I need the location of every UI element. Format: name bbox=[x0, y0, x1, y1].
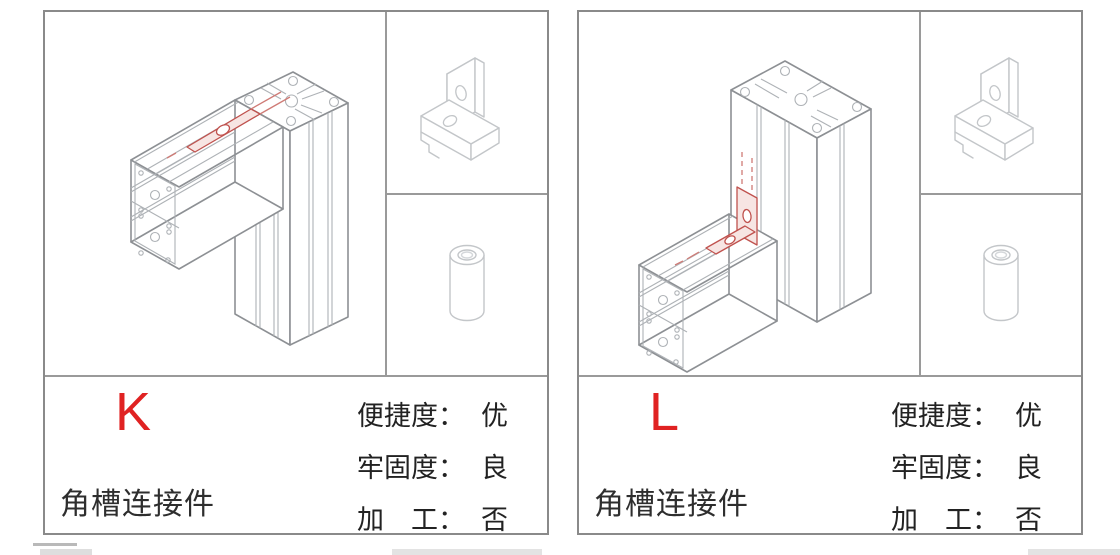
attribute-list: 便捷度：优 牢固度：良 加 工：否 bbox=[357, 394, 508, 537]
panel-k-main-view bbox=[45, 12, 387, 375]
part-name: 角槽连接件 bbox=[594, 488, 749, 521]
bottom-edge-artifact bbox=[1028, 549, 1120, 555]
panel-l-side-column bbox=[921, 12, 1081, 375]
attribute-colon: ： bbox=[438, 453, 465, 483]
attribute-row-convenience: 便捷度： 优 bbox=[357, 394, 508, 433]
panel-l-image-area bbox=[579, 12, 1081, 377]
panel-l-main-view bbox=[579, 12, 921, 375]
product-panel-k: K 角槽连接件 便捷度：优 牢固度：良 加 工：否 bbox=[43, 10, 549, 535]
attribute-colon: ： bbox=[972, 505, 999, 535]
panel-k-image-area bbox=[45, 12, 547, 377]
attribute-value: 优 bbox=[481, 401, 508, 431]
attribute-row-firmness: 牢固度： 良 bbox=[357, 446, 508, 485]
attribute-value: 否 bbox=[1015, 505, 1042, 535]
variant-letter: K bbox=[115, 382, 153, 442]
attribute-label: 便捷度 bbox=[891, 401, 972, 431]
extrusion-l-joint-drawing bbox=[638, 60, 872, 373]
panel-l-bracket-cell bbox=[921, 12, 1081, 195]
corner-bracket-drawing bbox=[420, 56, 500, 161]
attribute-value: 优 bbox=[1015, 401, 1042, 431]
panel-k-info-area: K 角槽连接件 便捷度：优 牢固度：良 加 工：否 bbox=[45, 377, 547, 535]
attribute-row-machining: 加 工： 否 bbox=[891, 498, 1042, 537]
attribute-colon: ： bbox=[438, 505, 465, 535]
panel-k-spacer-cell bbox=[387, 195, 547, 375]
attribute-value: 良 bbox=[1015, 453, 1042, 483]
product-panel-l: L 角槽连接件 便捷度：优 牢固度：良 加 工：否 bbox=[577, 10, 1083, 535]
panel-l-info-area: L 角槽连接件 便捷度：优 牢固度：良 加 工：否 bbox=[579, 377, 1081, 535]
attribute-colon: ： bbox=[438, 401, 465, 431]
attribute-value: 否 bbox=[481, 505, 508, 535]
attribute-value: 良 bbox=[481, 453, 508, 483]
attribute-label: 牢固度 bbox=[357, 453, 438, 483]
attribute-label: 便捷度 bbox=[357, 401, 438, 431]
attribute-label: 牢固度 bbox=[891, 453, 972, 483]
attribute-label: 加 工 bbox=[357, 505, 438, 535]
attribute-row-firmness: 牢固度： 良 bbox=[891, 446, 1042, 485]
bottom-edge-artifact bbox=[33, 543, 77, 546]
attribute-label: 加 工 bbox=[891, 505, 972, 535]
corner-bracket-drawing bbox=[954, 56, 1034, 161]
attribute-colon: ： bbox=[972, 453, 999, 483]
attribute-row-machining: 加 工： 否 bbox=[357, 498, 508, 537]
attribute-colon: ： bbox=[972, 401, 999, 431]
panel-k-bracket-cell bbox=[387, 12, 547, 195]
spacer-cylinder-drawing bbox=[983, 244, 1019, 322]
variant-letter: L bbox=[649, 382, 681, 442]
attribute-list: 便捷度：优 牢固度：良 加 工：否 bbox=[891, 394, 1042, 537]
bottom-edge-artifact bbox=[392, 549, 542, 555]
slot-connector-highlight bbox=[166, 91, 291, 159]
extrusion-t-joint-drawing bbox=[130, 71, 349, 346]
panel-l-spacer-cell bbox=[921, 195, 1081, 375]
attribute-row-convenience: 便捷度： 优 bbox=[891, 394, 1042, 433]
part-name: 角槽连接件 bbox=[60, 488, 215, 521]
panel-k-side-column bbox=[387, 12, 547, 375]
bottom-edge-artifact bbox=[40, 549, 92, 555]
spacer-cylinder-drawing bbox=[449, 244, 485, 322]
corner-bracket-highlight bbox=[674, 186, 758, 266]
